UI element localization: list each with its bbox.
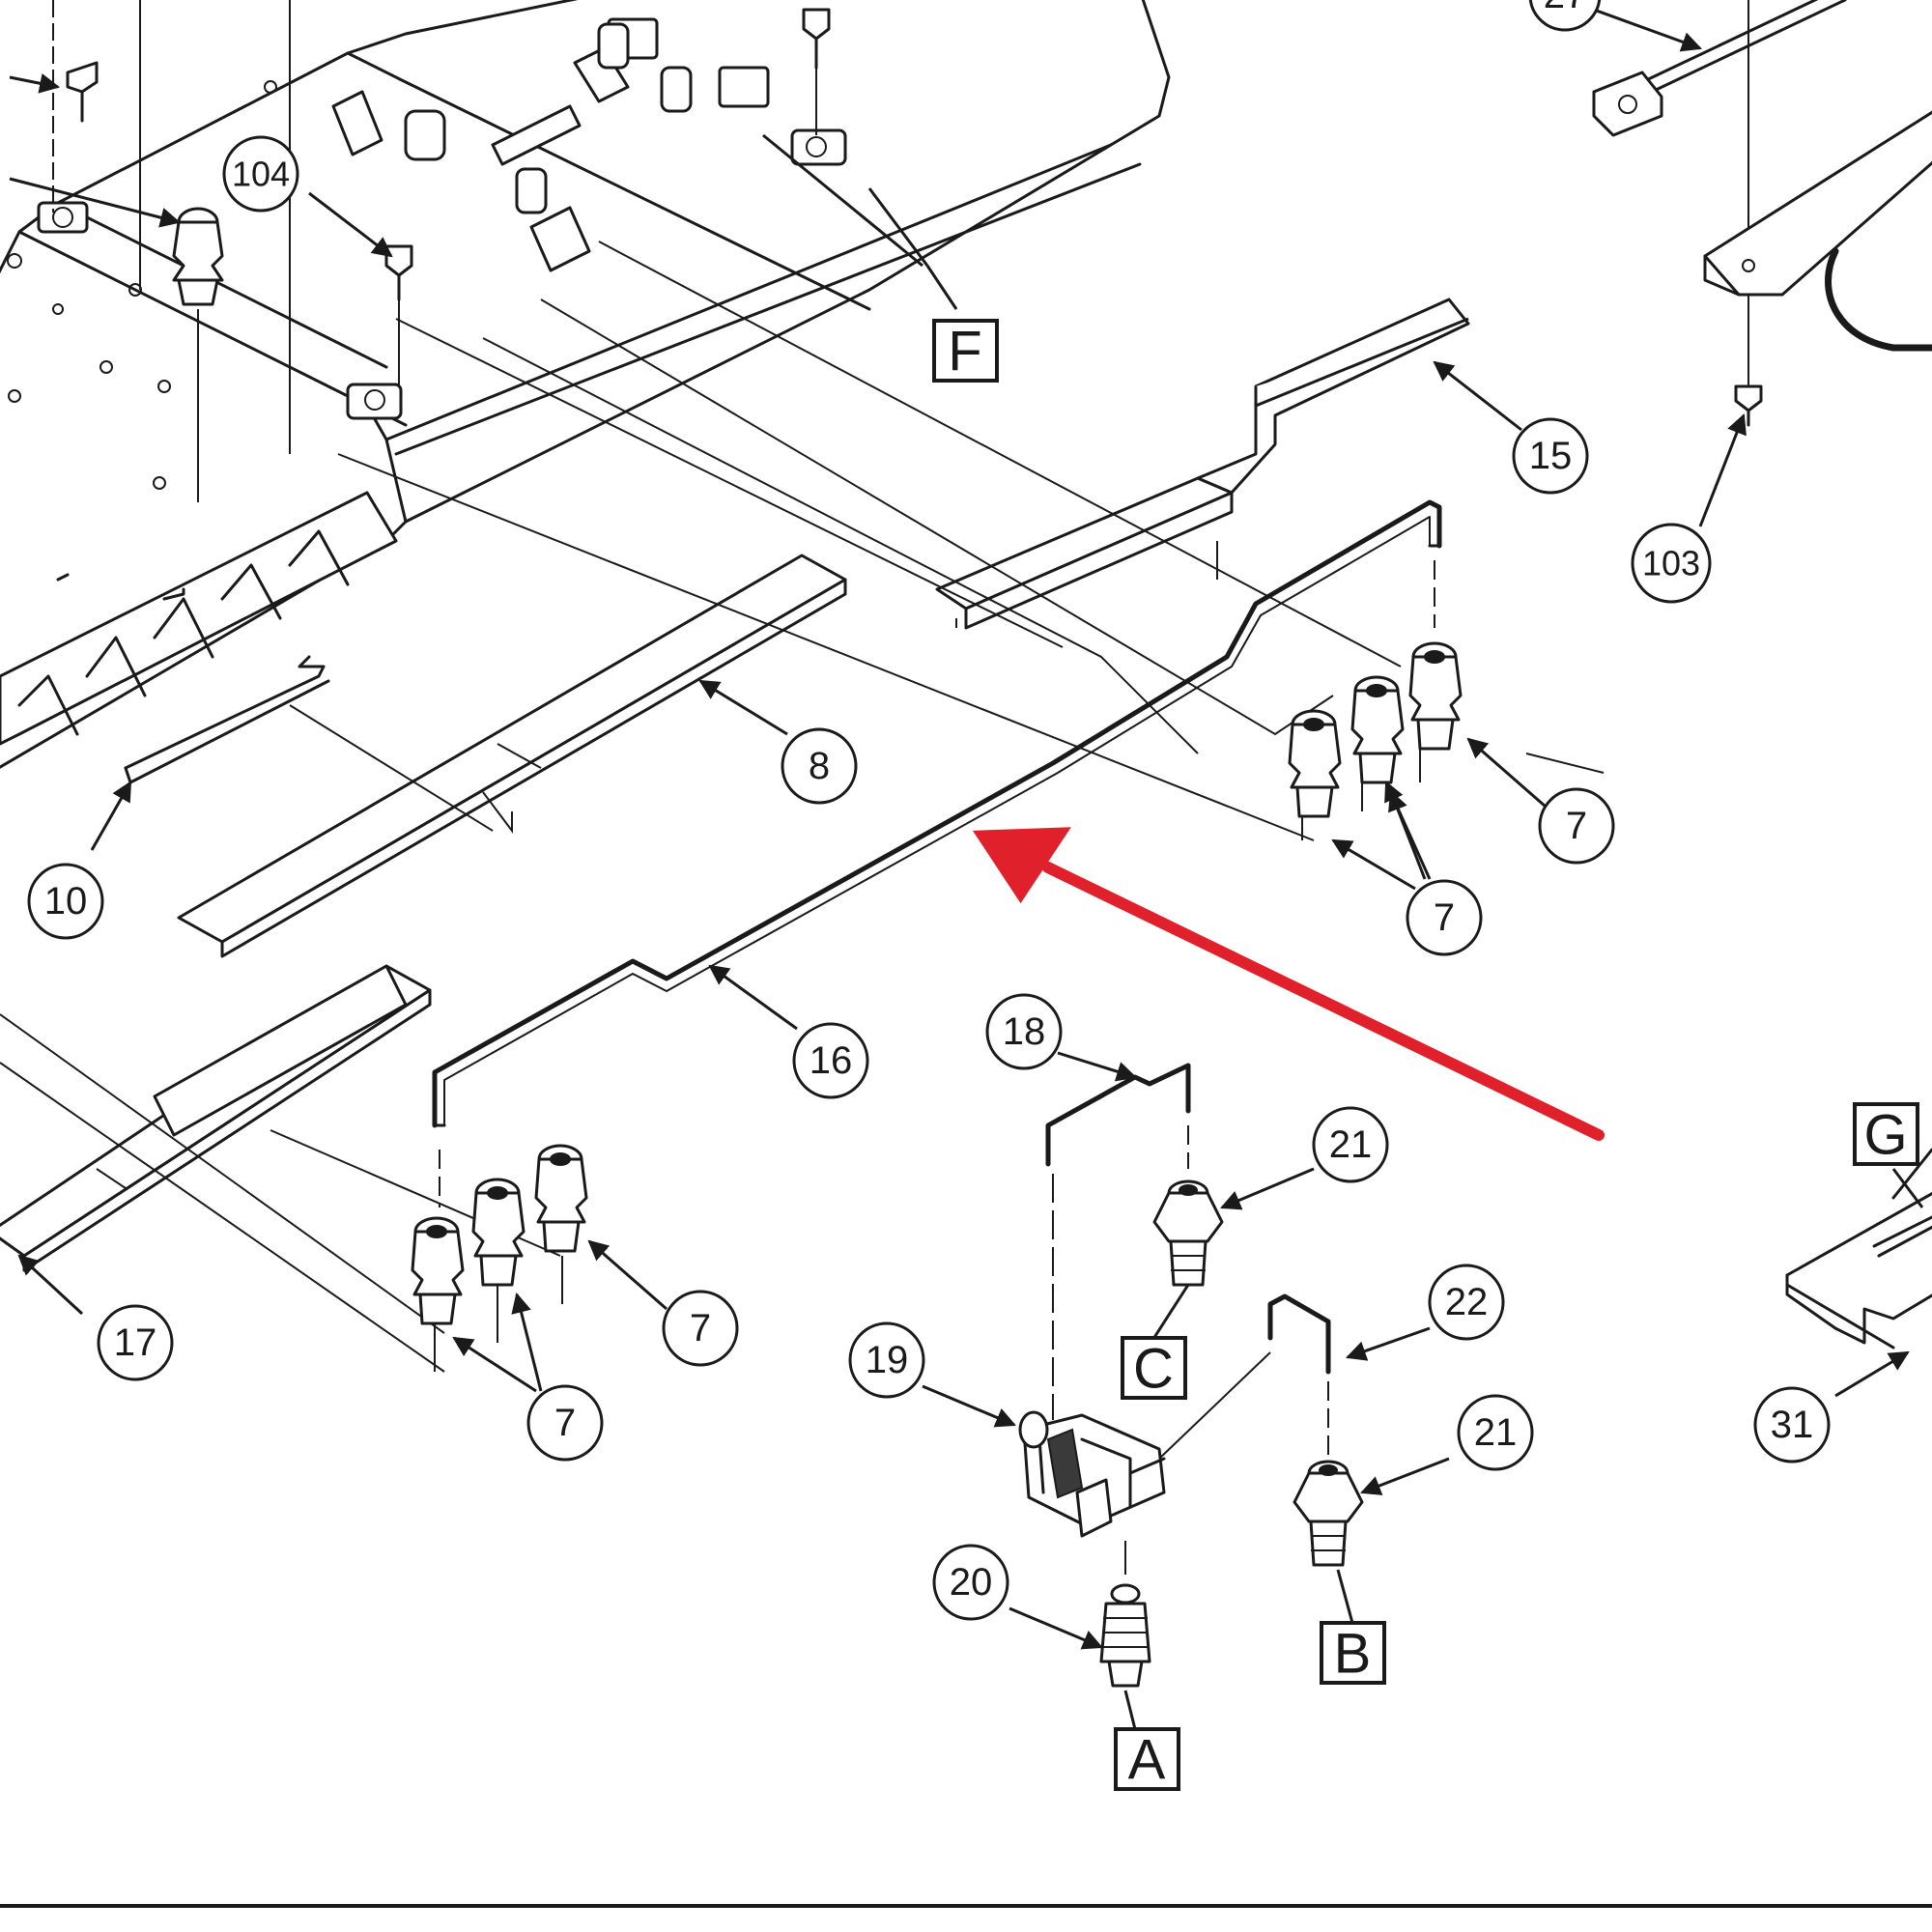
callout-27: 27 (1528, 0, 1602, 32)
part-22-rod (1158, 1293, 1331, 1460)
callout-15: 15 (1512, 417, 1589, 495)
highlight-arrow-shaft (1042, 862, 1605, 1141)
svg-text:20: 20 (950, 1561, 993, 1604)
svg-text:16: 16 (810, 1039, 853, 1082)
part-8-bar (177, 554, 847, 958)
callout-103: 103 (1631, 523, 1712, 604)
part-7-post-left-3 (411, 1216, 465, 1325)
callout-104: 104 (222, 135, 299, 213)
box-label-G: G (1853, 1102, 1919, 1167)
part-21-spring-lower (1293, 1460, 1364, 1567)
callout-7-left-lower: 7 (526, 1384, 604, 1462)
svg-text:7: 7 (1566, 805, 1587, 847)
box-label-F: F (932, 319, 999, 384)
callout-21-lower: 21 (1457, 1394, 1534, 1471)
callout-7-right-lower: 7 (1406, 879, 1483, 956)
callout-17: 17 (97, 1304, 174, 1381)
svg-text:7: 7 (1434, 896, 1455, 939)
svg-text:10: 10 (44, 880, 88, 923)
callout-7-left-upper: 7 (662, 1290, 739, 1367)
part-7-post-left-2 (471, 1178, 526, 1287)
screw-top-mid (802, 8, 831, 70)
svg-text:7: 7 (554, 1402, 576, 1444)
svg-text:103: 103 (1642, 544, 1700, 583)
highlight-arrow (972, 827, 1605, 1141)
svg-text:18: 18 (1003, 1010, 1046, 1053)
callout-21-upper: 21 (1312, 1106, 1389, 1183)
part-7-post-right-3 (1288, 709, 1342, 818)
callout-18: 18 (985, 993, 1063, 1070)
svg-text:21: 21 (1329, 1123, 1373, 1166)
callout-22: 22 (1428, 1264, 1505, 1341)
callout-31: 31 (1753, 1386, 1831, 1463)
svg-text:F: F (948, 321, 981, 384)
screw-top-left (66, 61, 99, 123)
highlight-arrow-head (972, 827, 1071, 904)
callout-10: 10 (27, 863, 104, 940)
svg-text:31: 31 (1771, 1404, 1814, 1446)
part-16-rod (432, 499, 1442, 1208)
svg-text:G: G (1863, 1104, 1907, 1167)
svg-text:22: 22 (1445, 1281, 1489, 1323)
part-7-post-left-1 (534, 1144, 588, 1253)
part-20-spring (1099, 1583, 1151, 1688)
part-27-connector (1592, 0, 1847, 137)
part-17-bar (0, 964, 432, 1272)
svg-text:C: C (1133, 1338, 1174, 1401)
leader-lines (9, 8, 1924, 1730)
box-label-A: A (1114, 1727, 1180, 1792)
part-31-plate (1785, 1148, 1932, 1350)
svg-text:15: 15 (1529, 435, 1573, 477)
svg-text:17: 17 (114, 1321, 157, 1364)
box-label-B: B (1320, 1621, 1386, 1686)
box-label-C: C (1121, 1336, 1187, 1401)
svg-text:7: 7 (690, 1307, 711, 1350)
part-18-rod (1045, 1063, 1191, 1420)
svg-text:A: A (1128, 1729, 1166, 1792)
svg-text:19: 19 (866, 1339, 909, 1381)
standoff-left (172, 207, 224, 306)
part-19-switch-block (1018, 1410, 1166, 1575)
callout-7-right-upper: 7 (1538, 787, 1615, 865)
callout-16: 16 (792, 1022, 869, 1099)
screw-103 (1734, 384, 1763, 427)
svg-text:104: 104 (232, 155, 290, 194)
svg-text:27: 27 (1544, 0, 1587, 16)
part-21-spring-upper (1152, 1179, 1224, 1287)
part-7-post-right-2 (1350, 675, 1405, 784)
svg-text:B: B (1334, 1623, 1372, 1686)
svg-text:21: 21 (1474, 1411, 1518, 1454)
callout-19: 19 (848, 1321, 925, 1399)
callout-20: 20 (932, 1544, 1009, 1621)
part-15-bar (935, 298, 1470, 630)
callout-8: 8 (781, 727, 858, 805)
part-7-post-right-1 (1408, 641, 1463, 751)
pcb-board-right (1703, 110, 1932, 352)
svg-text:8: 8 (809, 745, 830, 787)
